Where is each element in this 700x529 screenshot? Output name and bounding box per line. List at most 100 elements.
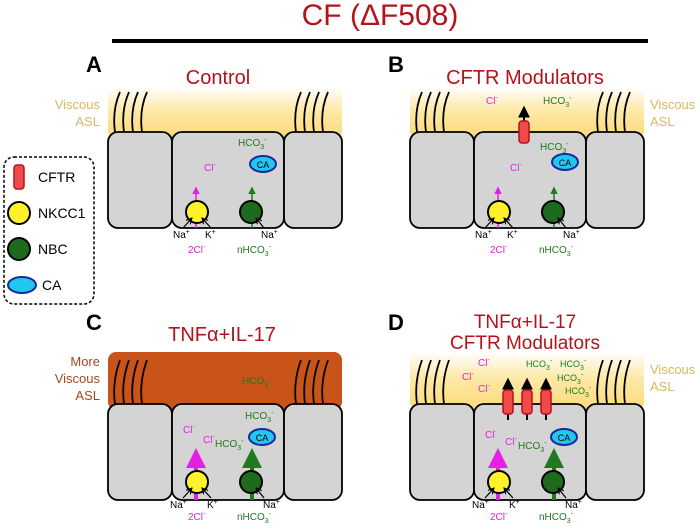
asl-label: Viscous [55, 97, 101, 112]
asl-label: ASL [650, 379, 675, 394]
ca-label: CA [558, 433, 571, 443]
panel-b: B CFTR Modulators Viscous ASL Cl- HCO3- … [388, 52, 696, 258]
asl-layer [108, 87, 342, 139]
ion-label-k: K+ [509, 499, 520, 511]
panel-letter: C [86, 310, 102, 335]
legend-label-ca: CA [42, 277, 62, 293]
ca-ellipse-icon [248, 428, 276, 446]
sodium-arrow [256, 488, 265, 499]
legend-label-nkcc1: NKCC1 [38, 205, 86, 221]
nbc-circle-icon [239, 470, 263, 494]
ion-label-2cl: 2Cl- [188, 511, 206, 523]
ion-label-cl: Cl- [485, 429, 497, 441]
ion-label-na: Na+ [173, 229, 190, 241]
asl-label: More [70, 354, 100, 369]
cftr-channel-icon [502, 389, 514, 415]
epithelial-cell [283, 403, 343, 501]
cftr-channel-icon [13, 164, 25, 190]
ion-label-hco3: HCO3- [238, 137, 267, 151]
ion-label-k: K+ [205, 229, 216, 241]
ion-label-2cl: 2Cl- [490, 244, 508, 256]
nkcc1-circle-icon [487, 470, 511, 494]
ion-label-hco3: HCO3- [242, 375, 271, 389]
panel-title: Control [186, 67, 250, 89]
ion-label-nhco3: nHCO3- [539, 511, 574, 524]
ion-label-k: K+ [507, 229, 518, 241]
ion-label-hco3: HCO3- [215, 438, 244, 452]
legend-item-ca: CA [7, 276, 62, 294]
ca-ellipse-icon [7, 276, 37, 294]
legend: CFTR NKCC1 NBC CA [3, 156, 95, 305]
nbc-circle-icon [541, 200, 565, 224]
asl-layer [108, 352, 342, 410]
ion-label-hco3: HCO3- [518, 440, 547, 454]
epithelial-cell [409, 403, 475, 501]
cilia [415, 91, 631, 133]
legend-item-cftr: CFTR [13, 164, 75, 190]
ion-label-na: Na+ [261, 229, 278, 241]
legend-item-nkcc1: NKCC1 [7, 201, 86, 225]
ion-label-na: Na+ [475, 229, 492, 241]
sodium-arrow [484, 488, 494, 499]
ion-label-hco3: HCO3- [245, 410, 274, 424]
panel-d: D TNFα+IL-17 CFTR Modulators Viscous ASL… [388, 310, 696, 525]
sodium-arrow [484, 218, 494, 229]
asl-label: Viscous [650, 362, 696, 377]
panel-c: C TNFα+IL-17 More Viscous ASL HCO3- Cl- … [55, 310, 343, 525]
panel-title: TNFα+IL-17 [168, 324, 276, 346]
cftr-channel-icon [540, 389, 552, 415]
epithelial-cell [585, 131, 645, 229]
figure-title: CF (ΔF508) [302, 0, 459, 32]
asl-label: ASL [75, 388, 100, 403]
ion-label-cl: Cl- [183, 424, 195, 436]
nkcc1-circle-icon [185, 470, 209, 494]
panel-title: CFTR Modulators [450, 333, 600, 354]
ion-label-na: Na+ [170, 499, 187, 511]
sodium-arrow [558, 488, 567, 499]
potassium-arrow [504, 488, 514, 499]
cilia [415, 359, 631, 405]
epithelial-cell [409, 131, 475, 229]
ion-label-k: K+ [207, 499, 218, 511]
ion-label-cl: Cl- [478, 357, 490, 369]
nbc-circle-icon [7, 237, 31, 261]
epithelial-cell [107, 403, 173, 501]
ion-label-cl: Cl- [204, 162, 216, 174]
nbc-circle-icon [541, 470, 565, 494]
asl-label: Viscous [650, 97, 696, 112]
sodium-arrow [256, 218, 265, 229]
legend-frame [3, 156, 95, 305]
ion-label-cl: Cl- [486, 95, 498, 107]
ion-label-na: Na+ [472, 499, 489, 511]
panel-letter: A [86, 52, 102, 77]
potassium-arrow [202, 218, 212, 229]
ion-label-nhco3: nHCO3- [237, 511, 272, 524]
sodium-arrow [182, 488, 192, 499]
panel-title: TNFα+IL-17 [474, 312, 576, 333]
nbc-circle-icon [239, 200, 263, 224]
cftr-channel-icon [521, 389, 533, 415]
cilia [113, 91, 329, 133]
legend-label-nbc: NBC [38, 241, 68, 257]
asl-label: ASL [650, 114, 675, 129]
cftr-channel-icon [518, 120, 530, 144]
ion-label-nhco3: nHCO3- [237, 244, 272, 258]
potassium-arrow [202, 488, 212, 499]
ion-label-nhco3: nHCO3- [539, 244, 574, 258]
epithelial-cell [107, 131, 173, 229]
ion-label-cl: Cl- [505, 436, 517, 448]
legend-label-cftr: CFTR [38, 169, 75, 185]
panel-letter: B [388, 52, 404, 77]
ca-label: CA [257, 160, 270, 170]
ion-label-hco3: HCO3- [543, 95, 572, 109]
ca-label: CA [256, 433, 269, 443]
ion-label-na: Na+ [565, 499, 582, 511]
epithelial-cell [283, 131, 343, 229]
asl-label: Viscous [55, 371, 101, 386]
ca-ellipse-icon [550, 428, 578, 446]
title-rule [112, 39, 648, 43]
sodium-arrow [558, 218, 567, 229]
ion-label-2cl: 2Cl- [188, 244, 206, 256]
